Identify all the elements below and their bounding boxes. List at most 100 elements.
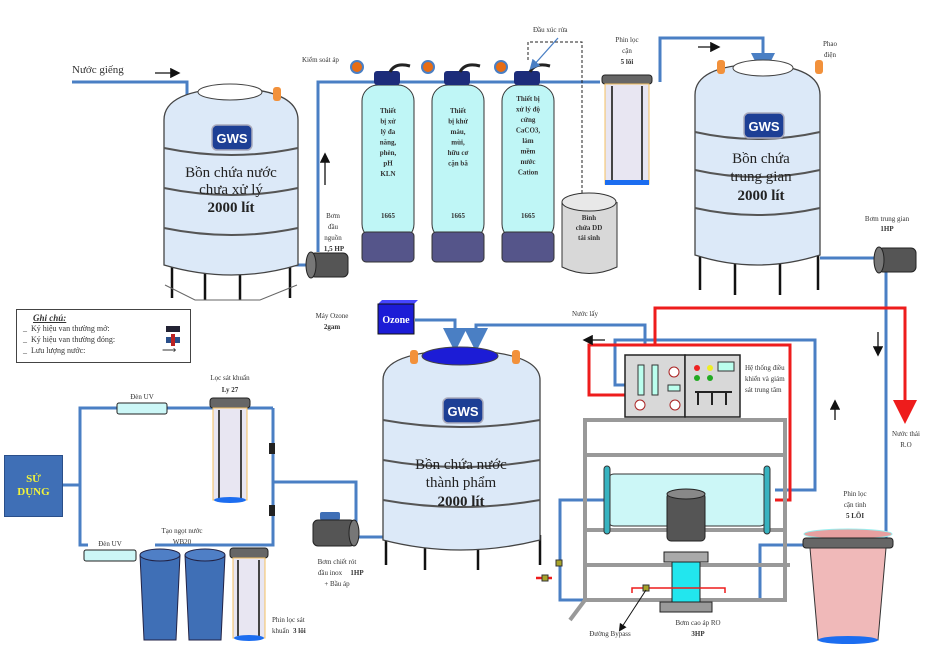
legend-label: Lưu lượng nước: [31, 346, 86, 355]
use-point-label: DỤNG [17, 486, 50, 498]
pump-source-power: 1,5 HP [324, 245, 345, 253]
ozone-generator: Ozone [377, 300, 418, 335]
bacteria-filter-bottom [229, 547, 269, 641]
control-panel-label: Hệ thống điều [745, 364, 785, 372]
column-label: phèn, [380, 149, 397, 157]
fill-pump-label: Bơm chiết rót [318, 558, 357, 566]
float-switch-label: Phao [823, 40, 838, 48]
pump-source-label: Bơm [326, 212, 340, 220]
pressure-control-label: Kiểm soát áp [302, 56, 339, 64]
legend-label: Ký hiệu van thường đóng: [31, 335, 116, 344]
pipe-ozone [415, 318, 467, 352]
sweetener-label: Tạo ngọt nước [162, 527, 203, 535]
ro-reject-label: R.O [900, 441, 911, 449]
column-label: cứng [521, 116, 536, 124]
pump-mid [873, 246, 917, 274]
legend-item: _Lưu lượng nước: ⟶ [23, 345, 184, 356]
column-label: xử lý độ [516, 106, 541, 114]
pressure-gauge-icon [494, 60, 508, 74]
legend-item: _Ký hiệu van thường mở: [23, 323, 184, 334]
control-panel-label: sát trung tâm [745, 386, 782, 394]
column-label: mùi, [451, 139, 465, 147]
legend-label: Ký hiệu van thường mở: [31, 324, 110, 333]
valve-icon [269, 505, 275, 516]
tank-product-capacity: 2000 lít [437, 494, 484, 510]
valve-closed-icon [162, 333, 184, 346]
uv-bottom-label: Đèn UV [98, 540, 122, 548]
column-3 [501, 63, 555, 263]
ro-pump [659, 488, 713, 613]
tank-raw-subtitle: chưa xử lý [199, 182, 263, 198]
filter-columns [350, 37, 583, 263]
tank-raw-capacity: 2000 lít [207, 200, 254, 216]
regen-tank-label: Bình [582, 214, 597, 222]
tank-product [382, 346, 542, 570]
pump-source-label: đầu [328, 223, 339, 231]
tank-product-title: Bồn chứa nước [415, 457, 507, 473]
regen-tank [561, 192, 618, 274]
sweetener-model: WB20 [173, 538, 192, 546]
gws-logo-text: GWS [748, 119, 779, 134]
pump-fill [312, 512, 360, 547]
sediment-filter-label: 5 lõi [621, 58, 634, 66]
fine-filter-label: 5 LÕI [846, 512, 864, 520]
valve-open-icon [162, 325, 184, 333]
valve-icon [555, 559, 563, 567]
pump-mid-power: 1HP [880, 225, 894, 233]
float-icon [815, 60, 823, 74]
valve-icon [541, 574, 549, 582]
pipe-inlet [72, 80, 189, 105]
column-label: pH [383, 160, 393, 168]
pump-mid-label: Bơm trung gian [865, 215, 910, 223]
bacteria-filter-bottom-count: 3 lõi [293, 627, 306, 635]
gws-logo [211, 112, 785, 424]
column-label: Thiết [380, 107, 397, 115]
pipe-loop [78, 406, 273, 547]
column-label: bị khử [448, 118, 468, 126]
valve-icon [642, 584, 650, 592]
column-label: nước [520, 158, 535, 166]
backwash-water-label: Nước lấy [572, 310, 598, 318]
ro-pump-power: 3HP [691, 630, 705, 638]
column-label: lý đa [381, 128, 396, 136]
column-label: bị xử [380, 118, 396, 126]
column-label: hữu cơ [448, 149, 469, 157]
tank-product-subtitle: thành phẩm [426, 475, 497, 491]
float-icon [273, 87, 281, 101]
fine-filter-label: cặn tinh [844, 501, 867, 509]
float-icon [512, 350, 520, 364]
control-panel [624, 354, 741, 418]
uv-lamp-top [116, 402, 168, 415]
pipe-backwash-water [464, 323, 647, 352]
pressure-gauge-icon [350, 60, 364, 74]
pipe-fine-to-ro [700, 543, 812, 602]
sediment-filter-label: cặn [622, 47, 632, 55]
legend: Ghi chú: _Ký hiệu van thường mở: _Ký hiệ… [16, 309, 191, 363]
column-label: Thiết bị [516, 95, 540, 103]
tank-mid-title: Bồn chứa [732, 151, 790, 167]
regen-tank-label: tái sinh [578, 234, 600, 242]
ro-reject-label: Nước thải [892, 430, 920, 438]
ozone-label-2: 2gam [324, 323, 341, 331]
regen-tank-label: chứa DD [576, 224, 603, 232]
use-point-label: SỬ [26, 473, 41, 485]
column-model: 1665 [451, 212, 466, 220]
sediment-filter-5 [601, 74, 653, 185]
valve-icon [269, 443, 275, 454]
fine-filter-label: Phin lọc [843, 490, 866, 498]
fill-pump-label: đầu inox [318, 569, 343, 577]
column-model: 1665 [381, 212, 396, 220]
sediment-filter-label: Phin lọc [615, 36, 638, 44]
control-panel-label: khiển và giám [745, 375, 785, 383]
bacteria-filter-top [209, 397, 251, 503]
flow-arrow-icon: ⟶ [162, 344, 177, 356]
uv-lamp-bottom [83, 549, 137, 562]
pump-source [305, 251, 349, 279]
pump-source-label: nguồn [324, 234, 342, 242]
use-point: SỬ DỤNG [4, 455, 63, 517]
pipe-network [63, 36, 888, 602]
fill-pump-label: + Bầu áp [324, 580, 350, 588]
pressure-gauge-icon [421, 60, 435, 74]
ozone-label: Ozone [382, 315, 410, 326]
